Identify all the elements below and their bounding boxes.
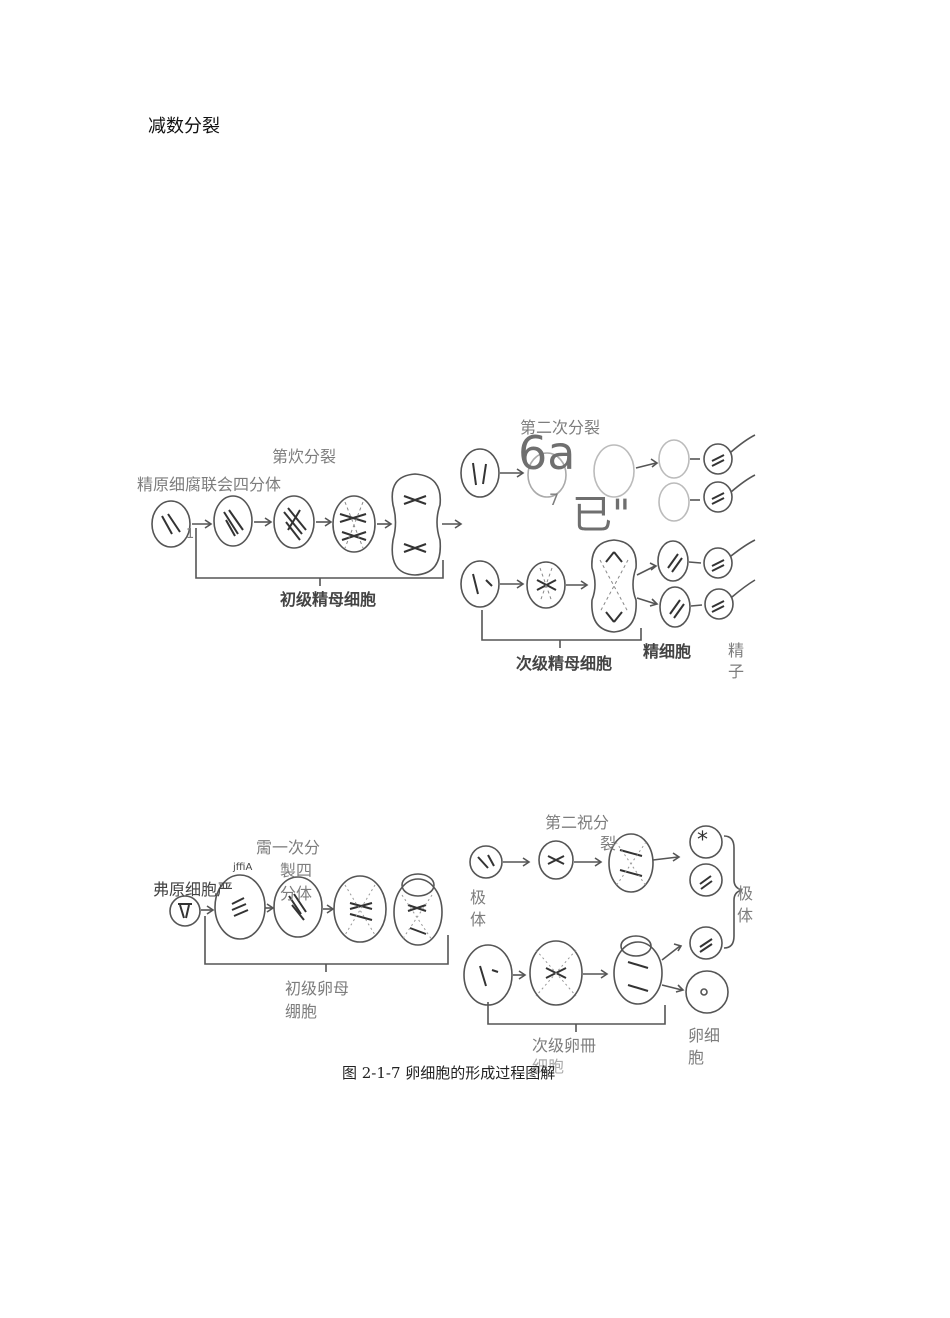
polar-body-3	[689, 926, 723, 960]
second-division-label: 第二次分裂	[520, 418, 601, 437]
polar-body-label-2a: 极	[737, 884, 754, 903]
page-heading: 减数分裂	[148, 116, 220, 137]
egg-label-2: 胞	[688, 1048, 705, 1067]
synapsis-cell	[213, 495, 253, 547]
primary-oocyte-label-2: 绷胞	[285, 1002, 318, 1021]
first-division-label-2: 製四	[280, 861, 313, 880]
small-label: jffiA	[233, 862, 253, 873]
polar-body-1	[689, 825, 723, 859]
star-mark: *	[697, 828, 708, 853]
synapsis-oocyte	[214, 874, 266, 940]
spermatid-label: 精细胞	[643, 642, 692, 661]
primary-oocyte-label-1: 初级卵母	[285, 979, 350, 998]
primary-spermatocyte-label: 初级精母细胞	[280, 590, 377, 609]
second-division-label-1: 第二祝分	[545, 813, 610, 832]
egg-label-1: 卵细	[688, 1026, 721, 1045]
secondary-spermatocyte-upper	[460, 448, 500, 498]
noise-mark-2: 6a	[518, 426, 576, 480]
sperm-label-1: 精	[728, 641, 745, 660]
tetrad-oocyte	[273, 876, 323, 938]
oogonium-cell	[169, 895, 201, 927]
metaphase-cell	[332, 495, 376, 553]
secondary-oocyte-label-1: 次级卵冊	[532, 1036, 597, 1055]
polar-body-label-2b: 体	[737, 906, 754, 925]
first-division-label: 第炊分裂	[272, 447, 337, 466]
polar-body-label-1a: 极	[470, 888, 487, 907]
polar-body-label-1b: 体	[470, 910, 487, 929]
noise-mark-3: 7	[549, 490, 560, 509]
second-division-label-2: 裂	[600, 834, 617, 853]
polar-bracket	[723, 835, 743, 949]
dividing-cell	[391, 473, 442, 576]
secondary-oocyte-label-2: 细胞	[532, 1057, 565, 1076]
secondary-oocyte	[463, 944, 513, 1006]
spermatogonium-label: 精原细腐联会四分体	[137, 475, 282, 494]
secondary-spermatocyte-lower	[460, 560, 500, 608]
first-division-label-1: 霌一次分	[256, 838, 321, 857]
first-division-label-3: 分体	[280, 884, 313, 903]
tetrad-cell	[273, 495, 315, 549]
egg-cell	[685, 970, 729, 1014]
noise-mark-4: 已"	[572, 492, 631, 538]
spermatogonium-cell	[151, 500, 191, 548]
figure-caption: 图 2-1-7 卵细胞的形成过程图解	[342, 1064, 556, 1082]
oogonium-label: 弗原细胞严	[153, 880, 234, 899]
first-polar-body	[469, 845, 503, 879]
noise-mark-1: 1	[186, 527, 195, 542]
metaphase-oocyte	[333, 875, 387, 943]
sperm-label-2: 子	[728, 662, 745, 681]
polar-body-2	[689, 863, 723, 897]
secondary-spermatocyte-label: 次级精母细胞	[516, 654, 613, 673]
